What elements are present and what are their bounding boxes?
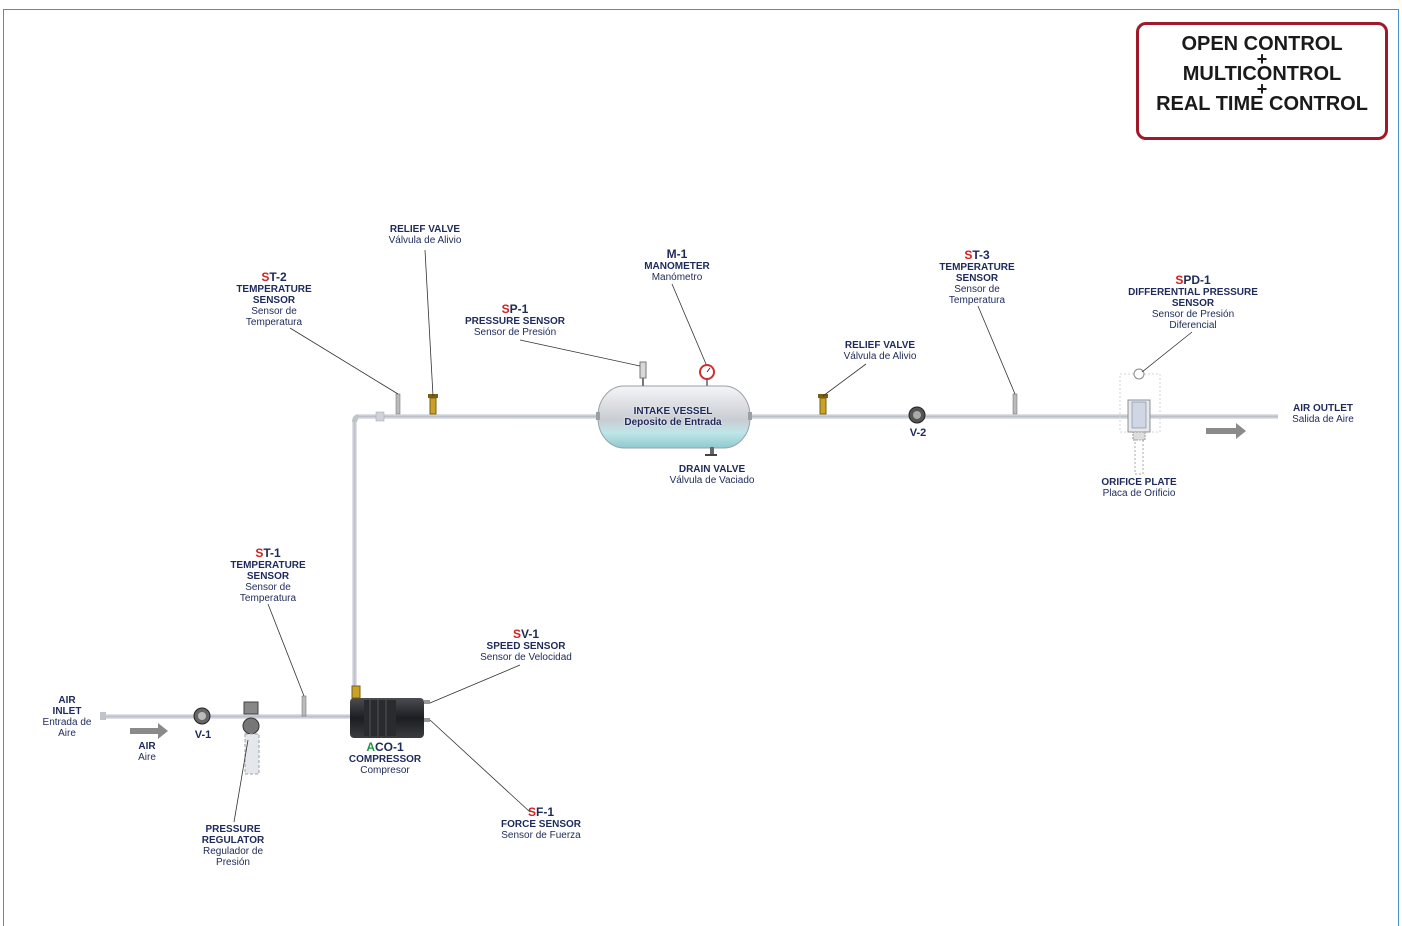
label-drain-valve: DRAIN VALVE Válvula de Vaciado: [669, 464, 755, 486]
control-line-3: REAL TIME CONTROL: [1156, 93, 1368, 115]
spd1-sensor: [1133, 368, 1145, 380]
air-outlet-arrow: [1206, 423, 1246, 439]
diagram-frame: [3, 9, 1399, 926]
label-m1: M-1 MANOMETER Manómetro: [644, 247, 710, 284]
label-relief-valve-1: RELIEF VALVE Válvula de Alivio: [388, 224, 462, 246]
riser-pipe: [352, 420, 357, 690]
label-sp1: SP-1 PRESSURE SENSOR Sensor de Presión: [464, 302, 566, 339]
drain-valve: [710, 447, 714, 455]
label-v1: V-1: [194, 729, 212, 741]
relief-valve-1: [429, 397, 437, 415]
top-pipe-left: [358, 414, 600, 419]
st1-sensor: [301, 695, 307, 717]
label-st1: ST-1 TEMPERATURE SENSOR Sensor de Temper…: [230, 546, 306, 605]
control-modes-box: OPEN CONTROL + MULTICONTROL + REAL TIME …: [1136, 22, 1388, 140]
label-st3: ST-3 TEMPERATURE SENSOR Sensor de Temper…: [939, 248, 1015, 307]
label-relief-valve-2: RELIEF VALVE Válvula de Alivio: [843, 340, 917, 362]
label-v2: V-2: [909, 427, 927, 439]
label-spd1: SPD-1 DIFFERENTIAL PRESSURE SENSOR Senso…: [1128, 273, 1258, 332]
control-plus-1: +: [1256, 49, 1268, 69]
control-line-1: OPEN CONTROL: [1181, 33, 1343, 55]
label-orifice-plate: ORIFICE PLATE Placa de Orificio: [1101, 477, 1177, 499]
control-line-2: MULTICONTROL: [1182, 63, 1342, 85]
top-pipe-right: [748, 414, 1278, 419]
inlet-pipe-end: [100, 712, 106, 720]
label-sv1: SV-1 SPEED SENSOR Sensor de Velocidad: [480, 627, 572, 664]
st3-sensor: [1012, 393, 1018, 415]
pressure-regulator: [243, 701, 259, 715]
label-intake-vessel: INTAKE VESSEL Deposito de Entrada: [624, 406, 722, 428]
label-air-inlet: AIR INLET Entrada de Aire: [42, 695, 92, 739]
air-inlet-arrow: [130, 723, 168, 739]
st2-sensor: [395, 393, 401, 415]
label-aco1: ACO-1 COMPRESSOR Compresor: [348, 740, 422, 777]
control-plus-2: +: [1256, 79, 1268, 99]
inlet-pipe: [102, 714, 352, 719]
relief-valve-2: [819, 397, 827, 415]
sp1-sensor: [639, 361, 647, 379]
label-sf1: SF-1 FORCE SENSOR Sensor de Fuerza: [500, 805, 582, 842]
label-pressure-regulator: PRESSURE REGULATOR Regulador de Presión: [201, 824, 265, 868]
label-air: AIR Aire: [138, 741, 156, 763]
label-st2: ST-2 TEMPERATURE SENSOR Sensor de Temper…: [236, 270, 312, 329]
label-air-outlet: AIR OUTLET Salida de Aire: [1292, 403, 1354, 425]
